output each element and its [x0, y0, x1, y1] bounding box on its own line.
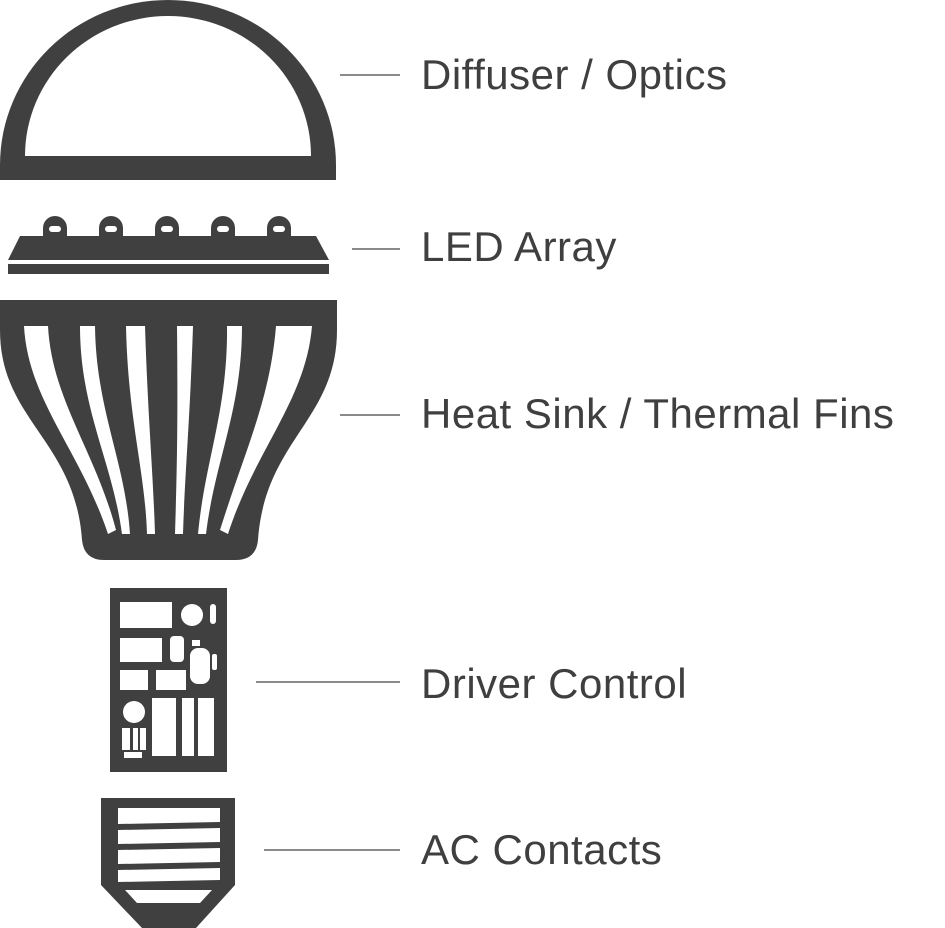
label-led-array: LED Array	[421, 223, 617, 270]
leader-line-driver	[256, 681, 400, 683]
leader-line-led-array	[352, 248, 400, 250]
label-driver: Driver Control	[421, 660, 688, 707]
leader-line-heat-sink	[340, 414, 400, 416]
heat-sink-icon	[0, 300, 337, 560]
label-diffuser: Diffuser / Optics	[421, 51, 728, 98]
screw-base-icon	[101, 798, 235, 928]
label-contacts: AC Contacts	[421, 826, 663, 873]
led-array-icon	[8, 216, 329, 274]
leader-line-contacts	[264, 849, 400, 851]
leader-line-diffuser	[340, 74, 400, 76]
diffuser-dome-icon	[0, 0, 336, 180]
driver-board-icon	[110, 588, 227, 772]
label-heat-sink: Heat Sink / Thermal Fins	[421, 390, 895, 437]
